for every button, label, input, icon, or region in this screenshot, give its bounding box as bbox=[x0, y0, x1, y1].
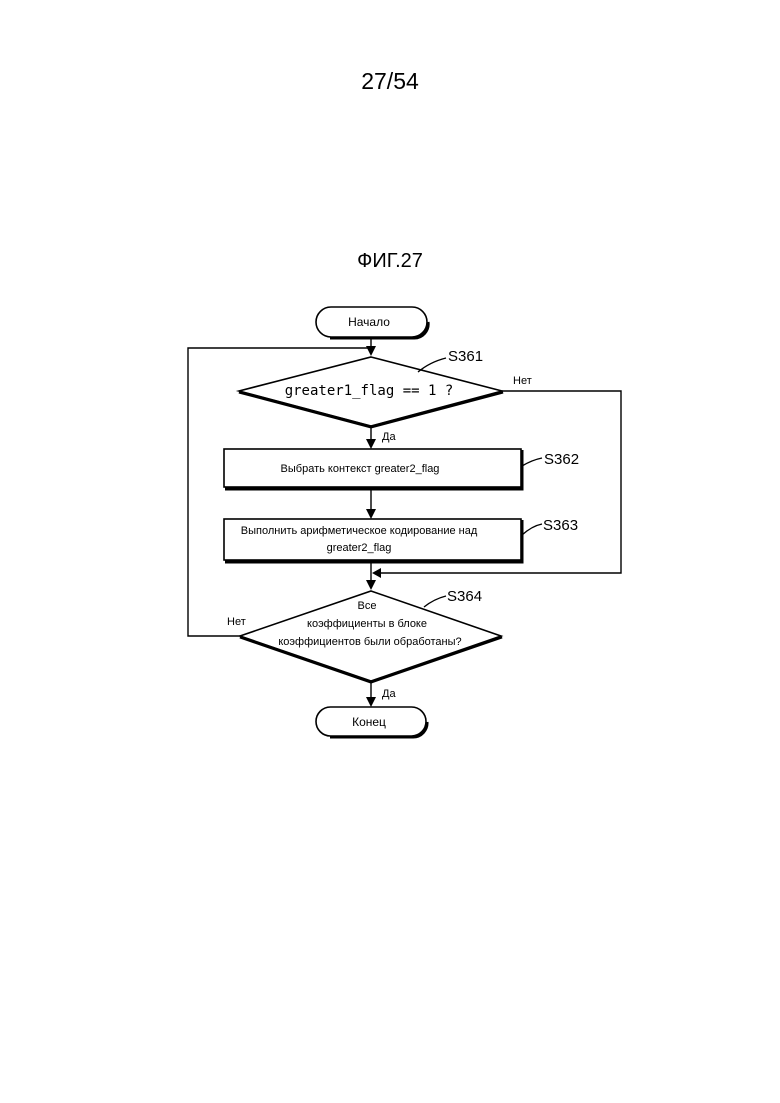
arrowhead-decision2 bbox=[366, 580, 376, 590]
decision1-no-label: Нет bbox=[513, 375, 532, 387]
decision1: greater1_flag == 1 ? bbox=[239, 357, 503, 427]
decision1-yes-label: Да bbox=[382, 431, 396, 443]
arrowhead-process2 bbox=[366, 509, 376, 519]
end-label: Конец bbox=[352, 715, 386, 729]
process2-text-line1: Выполнить арифметическое кодирование над bbox=[241, 525, 478, 537]
decision2-text-line1: Все bbox=[358, 600, 377, 612]
process2: Выполнить арифметическое кодирование над… bbox=[224, 519, 522, 562]
arrowhead-merge bbox=[372, 568, 381, 578]
process1-step-id: S362 bbox=[544, 451, 579, 468]
process2-step-leader bbox=[522, 524, 542, 535]
arrowhead-end bbox=[366, 697, 376, 707]
decision1-step-id: S361 bbox=[448, 348, 483, 365]
process1-step-leader bbox=[522, 458, 542, 466]
start-label: Начало bbox=[348, 315, 390, 329]
process1-text: Выбрать контекст greater2_flag bbox=[281, 463, 440, 475]
process2-step-id: S363 bbox=[543, 517, 578, 534]
arrowhead-decision1 bbox=[366, 346, 376, 356]
decision2-step-id: S364 bbox=[447, 588, 482, 605]
end-terminal: Конец bbox=[316, 707, 427, 737]
decision1-text: greater1_flag == 1 ? bbox=[285, 383, 454, 399]
decision2-text-line2: коэффициенты в блоке bbox=[307, 618, 427, 630]
start-terminal: Начало bbox=[316, 307, 428, 338]
arrowhead-process1 bbox=[366, 439, 376, 449]
decision2-no-label: Нет bbox=[227, 616, 246, 628]
decision2-step-leader bbox=[424, 596, 446, 607]
process1: Выбрать контекст greater2_flag bbox=[224, 449, 522, 489]
decision2-text-line3: коэффициентов были обработаны? bbox=[278, 636, 461, 648]
decision2-yes-label: Да bbox=[382, 688, 396, 700]
process2-text-line2: greater2_flag bbox=[327, 542, 392, 554]
